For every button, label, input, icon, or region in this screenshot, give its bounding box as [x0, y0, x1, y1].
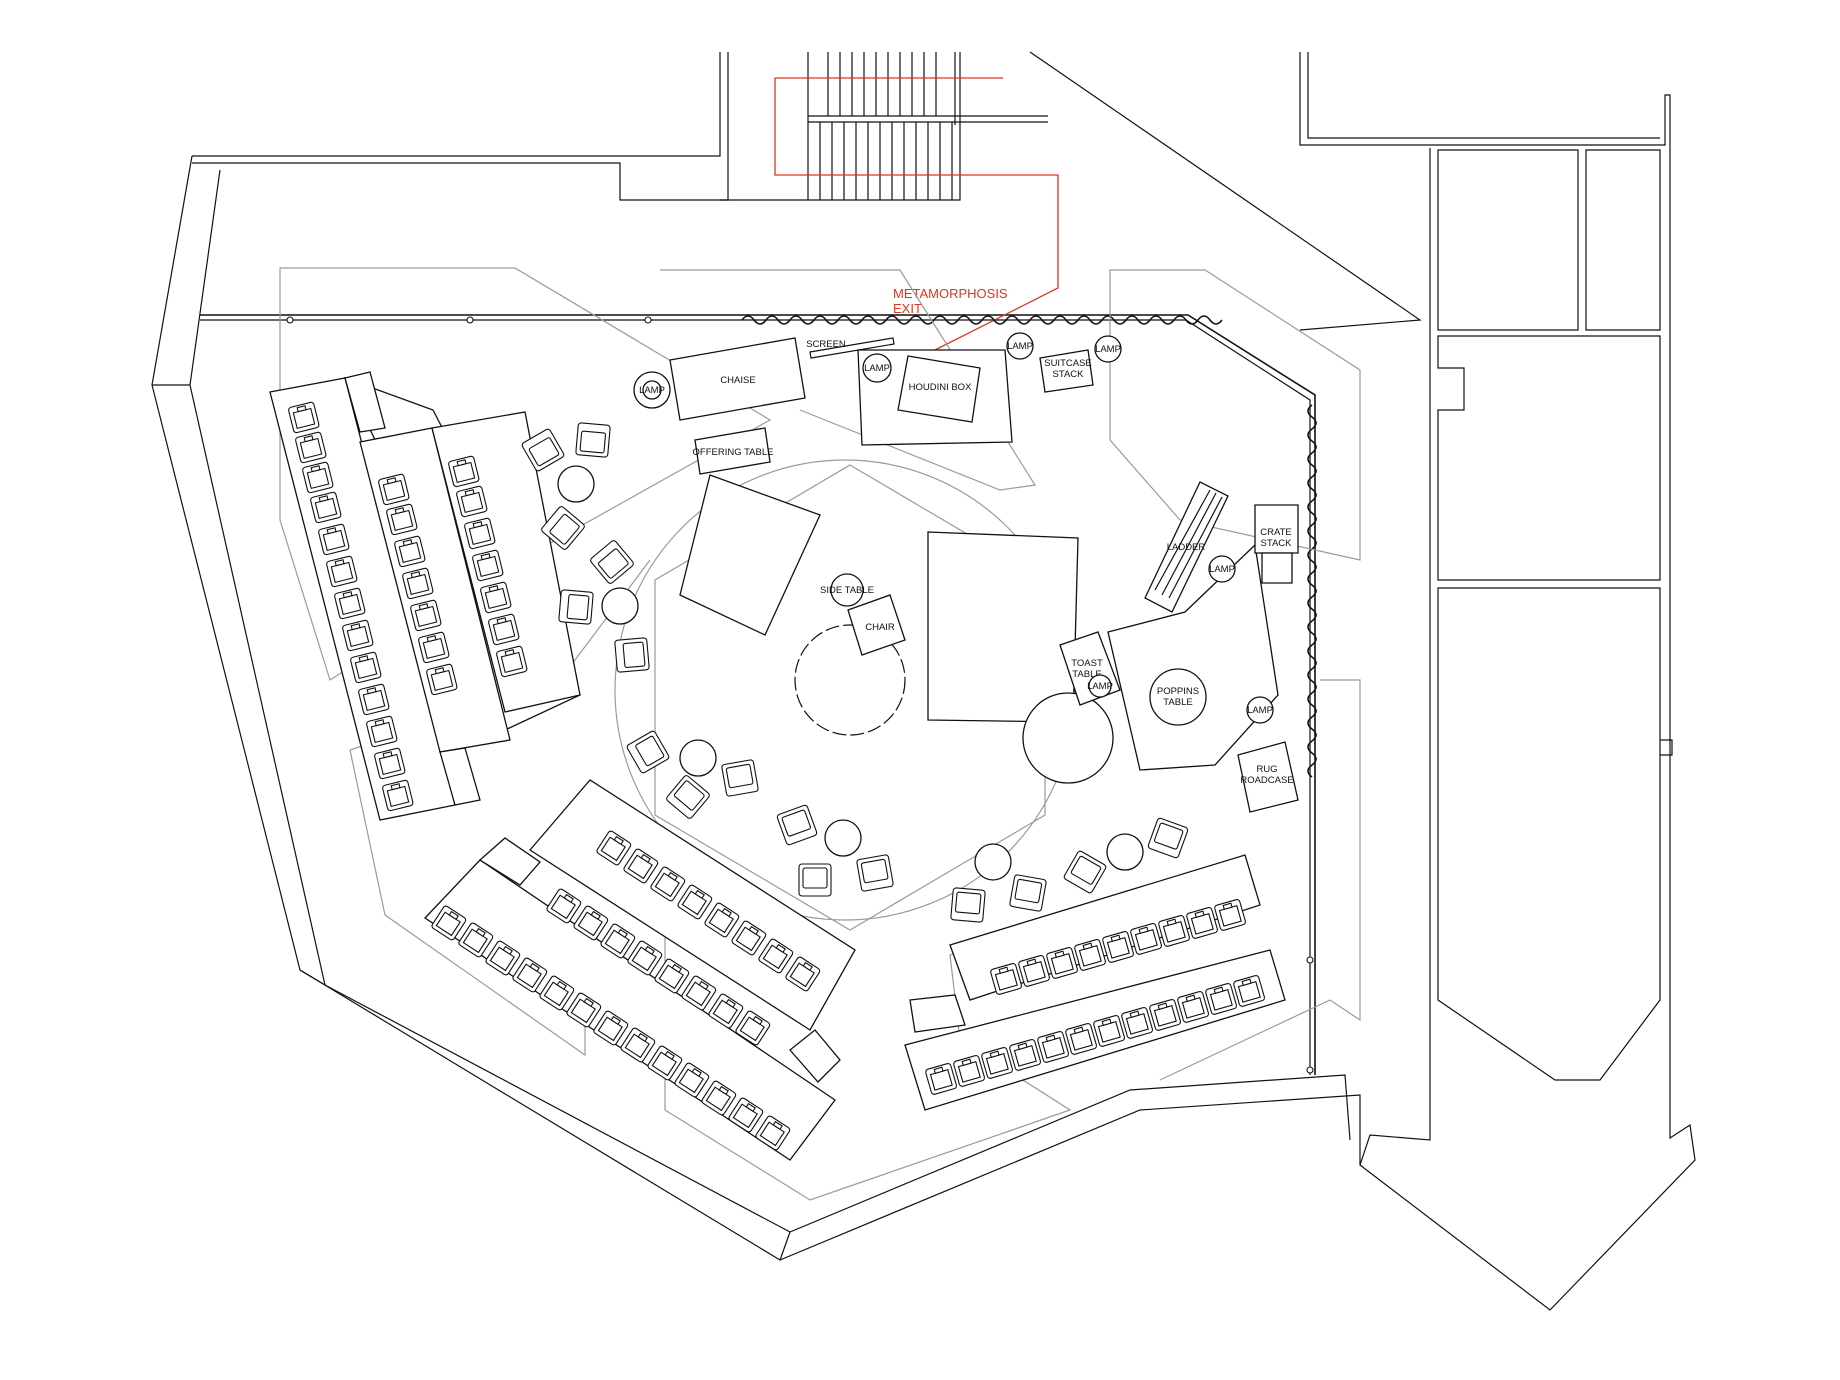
svg-text:LAMP: LAMP: [1209, 564, 1235, 575]
suitcase-stack: SUITCASE STACK: [1039, 349, 1094, 393]
side-table-label: SIDE TABLE: [820, 585, 874, 596]
crate-stack: CRATE STACK: [1254, 504, 1299, 584]
stage-props: CHAISE OFFERING TABLE SCREEN HOUDINI BOX…: [520, 332, 1299, 923]
rug-roadcase: RUG ROADCASE: [1237, 741, 1299, 813]
lamp: LAMP: [862, 353, 892, 383]
chaise: CHAISE: [669, 337, 806, 421]
platform-center: [927, 531, 1079, 723]
svg-text:LAMP: LAMP: [1007, 341, 1033, 352]
crate-label-1: CRATE: [1260, 527, 1292, 538]
ladder-label: LADDER: [1167, 542, 1206, 553]
screen-label: SCREEN: [806, 339, 846, 350]
building-walls: [151, 51, 1696, 1311]
lamp: LAMP: [1246, 696, 1274, 724]
lamp: LAMP: [633, 371, 671, 409]
seating-block-bottom-right: [904, 854, 1286, 1111]
houdini-box: HOUDINI BOX: [857, 349, 1013, 446]
lamp: LAMP: [1006, 332, 1034, 360]
suitcase-label-2: STACK: [1053, 369, 1085, 380]
curtain: [286, 315, 1317, 1074]
poppins-table: POPPINS TABLE: [1149, 668, 1207, 726]
platform-left: [679, 474, 821, 636]
crate-label-2: STACK: [1261, 538, 1293, 549]
seating-block-left: [269, 371, 581, 821]
houdini-box-label: HOUDINI BOX: [909, 382, 972, 393]
exit-label-line1: METAMORPHOSIS: [893, 286, 1008, 301]
seating-block-bottom-left: [423, 779, 856, 1161]
toast-label-2: TABLE: [1072, 669, 1101, 680]
svg-text:LAMP: LAMP: [864, 363, 890, 374]
chair: CHAIR: [847, 594, 906, 656]
svg-text:LAMP: LAMP: [639, 385, 665, 396]
exit-route: METAMORPHOSIS EXIT: [774, 77, 1059, 351]
stairwell: [807, 52, 1048, 200]
offering-table: OFFERING TABLE: [693, 427, 774, 475]
toast-label-1: TOAST: [1071, 658, 1103, 669]
rug-label-1: RUG: [1256, 764, 1277, 775]
svg-text:LAMP: LAMP: [1095, 344, 1121, 355]
chair-label: CHAIR: [865, 622, 895, 633]
suitcase-label-1: SUITCASE: [1044, 358, 1092, 369]
offering-table-label: OFFERING TABLE: [693, 447, 774, 458]
round-platform: [1022, 692, 1114, 784]
rug-label-2: ROADCASE: [1240, 775, 1293, 786]
svg-text:LAMP: LAMP: [1247, 705, 1273, 716]
chaise-label: CHAISE: [720, 375, 755, 386]
exit-label-line2: EXIT: [893, 301, 922, 316]
ladder: LADDER: [1144, 481, 1229, 613]
lamp: LAMP: [1087, 674, 1113, 698]
lamp: LAMP: [1094, 335, 1122, 363]
lamp: LAMP: [1208, 555, 1236, 583]
screen: SCREEN: [806, 337, 895, 359]
poppins-label-1: POPPINS: [1157, 686, 1199, 697]
svg-text:LAMP: LAMP: [1087, 681, 1113, 692]
turntable: [794, 624, 906, 736]
poppins-label-2: TABLE: [1163, 697, 1192, 708]
side-table: SIDE TABLE: [820, 573, 874, 607]
